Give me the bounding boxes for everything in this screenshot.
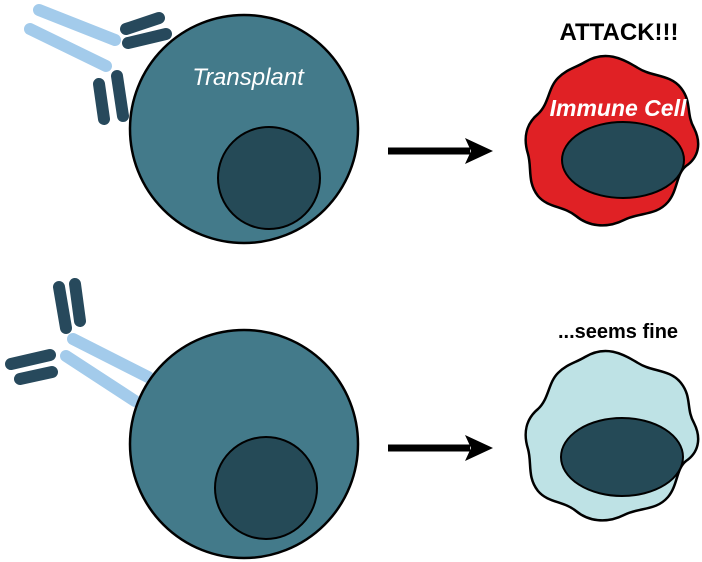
seems-fine-caption: ...seems fine [558,321,678,343]
antibody-top [24,4,172,125]
antibody-dark-chain-line [93,78,110,125]
immune-cell-label: Immune Cell [550,95,687,121]
antibody-light-chain-line [24,23,112,72]
antibody-light-chain-line [60,350,141,407]
antibody-dark-chain-line [14,366,58,385]
top-scenario: Transplant Immune Cell ATTACK!!! [24,4,700,245]
arrow-head [465,138,493,164]
bottom-scenario: ...seems fine [5,278,700,560]
antibody-dark-chain-line [5,349,56,370]
arrow-head [465,435,493,461]
immune-cell-nucleus [561,121,685,199]
right-arrow-icon [388,138,493,164]
transplant-cell-nucleus [214,436,318,540]
antibody-dark-chain-line [69,278,86,327]
antibody-dark-chain-line [122,28,172,49]
antibody-bottom [5,278,154,407]
antibody-dark-chain-line [111,70,129,122]
antibody-light-chain-line [67,333,154,383]
antibody-dark-chain-line [53,281,72,334]
attack-caption: ATTACK!!! [559,19,678,46]
transplant-cell-nucleus [217,126,321,230]
antibody-dark-chain-line [120,12,165,35]
right-arrow-icon [388,435,493,461]
immune-cell-nucleus [560,417,684,497]
transplant-cell-label: Transplant [192,64,305,91]
antibody-light-chain-line [33,4,121,46]
